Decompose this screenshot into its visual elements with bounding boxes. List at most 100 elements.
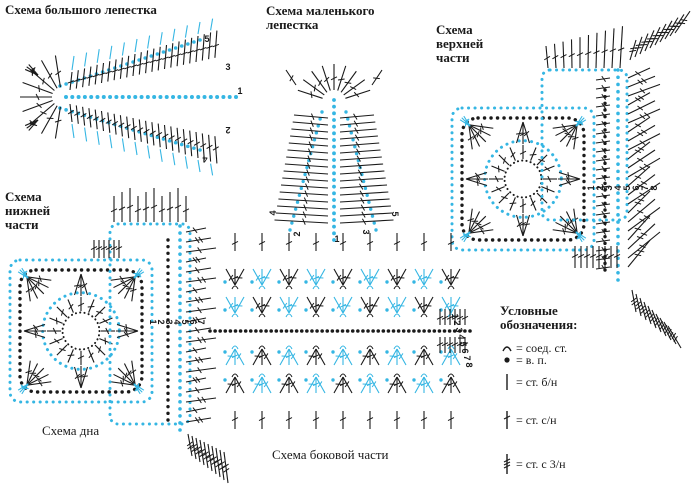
stitch-symbol xyxy=(67,349,75,363)
stitch-symbol xyxy=(560,41,567,69)
stitch-symbol xyxy=(468,215,487,234)
chain-dot xyxy=(248,329,253,333)
row-number: 4 xyxy=(202,154,207,164)
stitch-line xyxy=(396,268,407,286)
chain-dot xyxy=(166,338,170,342)
chain-dot xyxy=(277,378,281,382)
stitch-line xyxy=(515,121,524,144)
stitch-cross xyxy=(206,144,213,150)
stitch-cross xyxy=(601,156,607,163)
stitch-line xyxy=(667,325,682,349)
stitch-symbol xyxy=(190,435,198,460)
bottom-part-title: Схема нижней части xyxy=(5,189,51,233)
chain-dot xyxy=(356,329,360,333)
slip-stitch-arc xyxy=(258,373,266,378)
slip-stitch-arc xyxy=(231,345,239,350)
stitch-symbol xyxy=(498,154,510,166)
stitch-symbol xyxy=(28,64,39,76)
chain-dot xyxy=(385,350,389,354)
stitch-line xyxy=(252,376,263,394)
chain-dot xyxy=(178,315,182,320)
stitch-cross xyxy=(98,346,102,353)
stitch-symbol xyxy=(366,411,374,429)
stitch-line xyxy=(333,296,344,314)
stitch-line xyxy=(293,114,329,119)
chain-dot xyxy=(166,411,170,416)
chain-dot xyxy=(452,329,457,333)
stitch-symbol xyxy=(198,439,206,466)
row-number: 5 xyxy=(390,211,400,216)
stitch-symbol xyxy=(99,110,106,132)
chain-dot xyxy=(349,131,353,135)
stitch-line xyxy=(339,114,375,119)
stitch-cross xyxy=(502,157,506,164)
stitch-line xyxy=(669,14,685,37)
stitch-cross xyxy=(436,315,444,320)
slip-stitch-arc xyxy=(393,285,401,290)
stitch-cross xyxy=(36,102,42,109)
stitch-line xyxy=(252,296,263,314)
chain-dot xyxy=(391,329,396,333)
stitch-line xyxy=(69,103,73,123)
chain-dot xyxy=(166,264,170,269)
chain-dot xyxy=(347,124,352,128)
chain-dot xyxy=(166,311,170,316)
stitch-line xyxy=(450,348,461,366)
stitch-symbol xyxy=(124,55,131,78)
stitch-line xyxy=(595,221,611,225)
stitch-line xyxy=(306,296,317,314)
slip-stitch-arc xyxy=(258,345,266,350)
chain-dot xyxy=(95,95,100,99)
stitch-symbol xyxy=(387,348,398,366)
stitch-cross xyxy=(42,77,45,85)
stitch-symbol xyxy=(105,112,112,133)
stitch-cross xyxy=(118,122,125,127)
stitch-cross xyxy=(111,120,119,126)
legend-text: = ст. с/н xyxy=(516,412,557,427)
chain-dot xyxy=(178,231,182,235)
stitch-line xyxy=(595,149,611,153)
slip-stitch-arc xyxy=(339,313,347,318)
stitch-cross xyxy=(349,86,357,91)
stitch-cross xyxy=(436,342,444,347)
stitch-cross xyxy=(601,75,607,82)
stitch-cross xyxy=(81,282,88,289)
stitch-cross xyxy=(601,210,607,217)
stitch-line xyxy=(575,231,583,243)
stitch-symbol xyxy=(24,119,39,127)
stitch-cross xyxy=(302,218,306,225)
chain-dot xyxy=(305,165,309,170)
chain-dot xyxy=(370,214,375,218)
stitch-cross xyxy=(565,179,572,186)
chain-dot xyxy=(345,329,350,333)
chain-dot xyxy=(178,252,182,256)
stitch-line xyxy=(54,55,61,88)
stitch-symbol xyxy=(185,276,217,284)
stitch-symbol xyxy=(366,269,374,285)
stitch-line xyxy=(292,121,329,126)
stitch-cross xyxy=(366,240,374,245)
stitch-symbol xyxy=(450,376,461,394)
stitch-symbol xyxy=(519,214,527,236)
chain-dot xyxy=(422,329,426,333)
stitch-cross xyxy=(263,353,269,360)
stitch-line xyxy=(555,124,578,137)
stitch-cross xyxy=(636,304,642,310)
stitch-cross xyxy=(361,211,366,218)
stitch-symbol xyxy=(288,376,299,394)
chain-dot xyxy=(178,428,182,432)
stitch-symbol xyxy=(118,192,126,222)
stitch-symbol xyxy=(342,348,353,366)
stitch-line xyxy=(225,348,236,366)
stitch-symbol xyxy=(109,134,113,149)
row-number: 4 xyxy=(613,185,623,190)
stitch-line xyxy=(29,103,55,125)
stitch-symbol xyxy=(67,103,74,123)
stitch-cross xyxy=(562,128,569,134)
stitch-cross xyxy=(190,443,197,449)
chain-dot xyxy=(250,308,254,312)
stitch-line xyxy=(286,156,329,161)
stitch-cross xyxy=(601,201,607,208)
stitch-line xyxy=(147,145,151,159)
stitch-symbol xyxy=(206,32,213,60)
